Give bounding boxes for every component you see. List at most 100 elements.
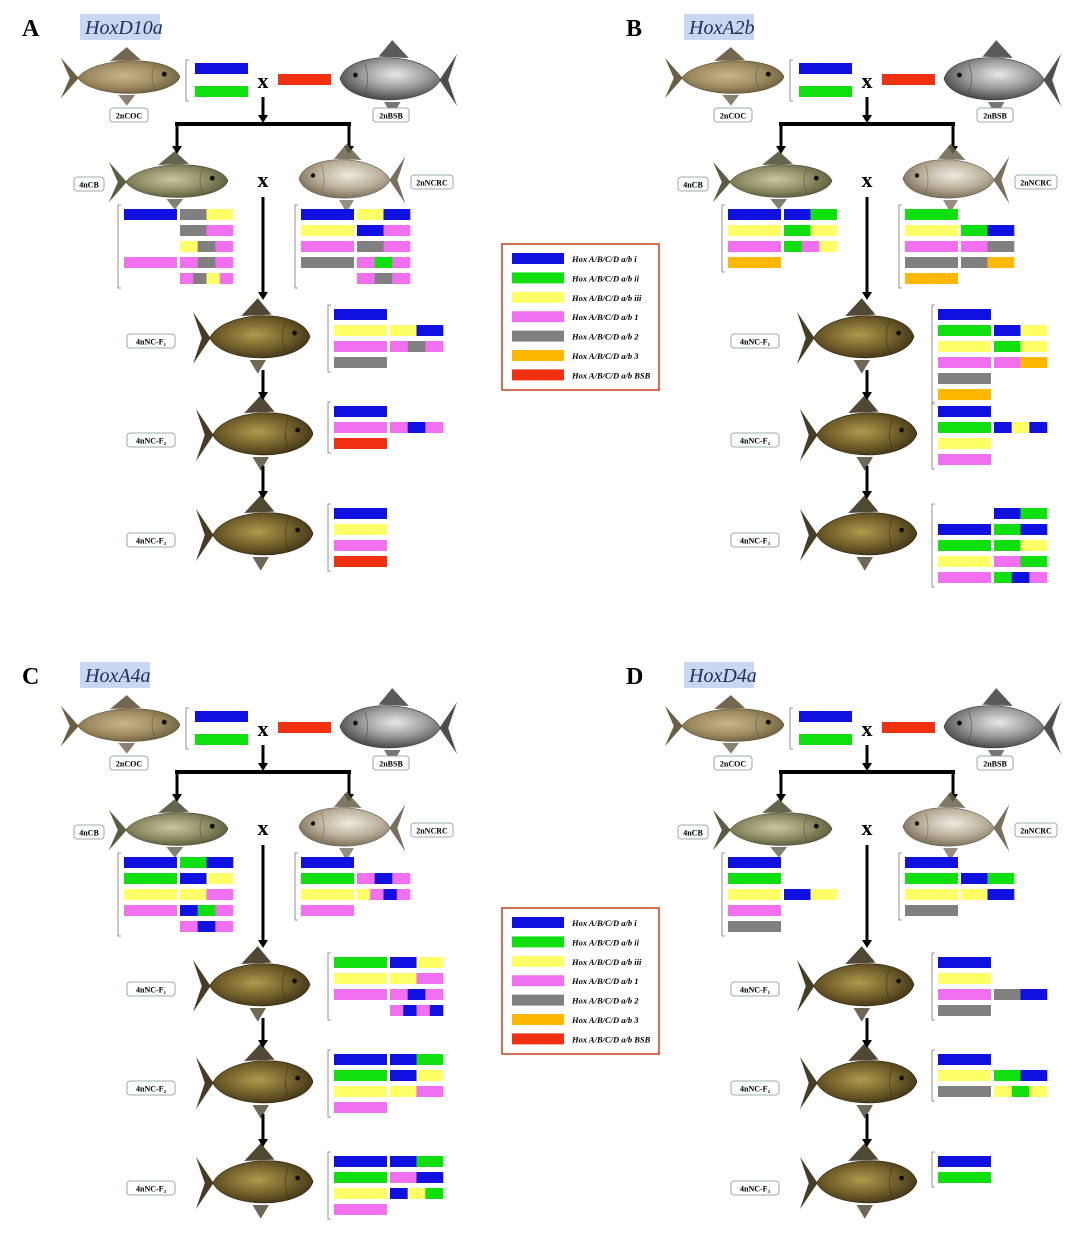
block-4nnc-f1-recombinant-segment	[416, 973, 444, 984]
block-2nncrc-bar	[301, 241, 354, 252]
fish-body	[212, 1060, 314, 1104]
tail-fin	[796, 311, 815, 365]
tail-fin	[60, 705, 79, 747]
coc-allele-bar	[195, 711, 248, 722]
fish-4nnc-f1	[192, 946, 311, 1022]
genotype-bracket	[327, 401, 331, 454]
cross-symbol: x	[258, 815, 269, 840]
legend-label-i: Hox A/B/C/D a/b i	[571, 254, 637, 264]
legend-label-i: Hox A/B/C/D a/b i	[571, 918, 637, 928]
block-4ncb-recombinant-segment	[180, 225, 207, 236]
block-2nncrc-recombinant-segment	[374, 873, 393, 884]
block-4ncb-recombinant-segment	[180, 209, 207, 220]
block-4nnc-f1-bar	[334, 341, 387, 352]
pelvic-fin	[943, 848, 958, 861]
block-4nnc-f3-bar	[334, 1188, 387, 1199]
genotype-bracket	[931, 401, 935, 470]
pelvic-fin	[252, 1205, 269, 1219]
block-4ncb-recombinant-segment	[215, 257, 234, 268]
block-2nncrc-recombinant-segment	[357, 241, 384, 252]
label-2nbsb-box	[372, 107, 410, 123]
block-4ncb-recombinant-segment	[215, 905, 234, 916]
block-4nnc-f2-recombinant-segment	[425, 422, 444, 433]
label-2ncoc: 2nCOC	[720, 760, 746, 769]
fish-2ncoc	[60, 47, 181, 106]
label-2nncrc: 2nNCRC	[416, 827, 448, 836]
block-2nncrc-recombinant-segment	[961, 257, 988, 268]
block-4nnc-f2-recombinant-segment	[1011, 1086, 1030, 1097]
block-4nnc-f1-bar	[938, 957, 991, 968]
pelvic-fin	[770, 199, 788, 210]
legend-swatch-b2	[512, 330, 564, 342]
tail-fin	[1043, 701, 1062, 755]
block-4nnc-f2-recombinant-segment	[407, 422, 426, 433]
tail-fin	[192, 959, 211, 1013]
block-4nnc-f2-recombinant-segment	[994, 1086, 1012, 1097]
label-2nncrc-box	[1014, 822, 1058, 838]
label-4ncb: 4nCB	[79, 829, 99, 838]
fish-body	[943, 57, 1045, 101]
block-4ncb-recombinant-segment	[180, 241, 198, 252]
label-4nnc-f2: 4nNC-F₂	[136, 1085, 167, 1094]
block-4nnc-f2-recombinant-segment	[1029, 1086, 1048, 1097]
block-4ncb-recombinant-segment	[206, 873, 234, 884]
label-2nbsb: 2nBSB	[379, 760, 403, 769]
label-4ncb: 4nCB	[683, 181, 703, 190]
coc-allele-bar	[799, 63, 852, 74]
block-4nnc-f1-recombinant-segment	[994, 357, 1021, 368]
block-2nncrc-bar	[301, 257, 354, 268]
genotype-bracket	[721, 852, 725, 937]
fish-eye	[310, 821, 316, 826]
block-2nncrc-recombinant-segment	[374, 257, 393, 268]
tail-fin	[192, 311, 211, 365]
block-4nnc-f3-bar	[334, 1172, 387, 1183]
legend-label-b1: Hox A/B/C/D a/b 1	[571, 312, 639, 322]
block-4nnc-f3-bar	[334, 1156, 387, 1167]
arrow-to-f2-head	[862, 392, 872, 400]
gill-line	[925, 812, 929, 841]
fish-body	[729, 164, 833, 198]
label-2nbsb: 2nBSB	[379, 112, 403, 121]
pelvic-fin	[118, 743, 136, 754]
label-4nnc-f3-box	[126, 532, 176, 548]
genotype-bracket	[294, 852, 298, 921]
block-4nnc-f1-bar	[334, 989, 387, 1000]
block-4nnc-f1-recombinant-segment	[403, 1005, 417, 1016]
label-4nnc-f3: 4nNC-F₃	[136, 1185, 167, 1194]
block-4nnc-f2-bar	[938, 1086, 991, 1097]
block-4nnc-f2-bar	[938, 1054, 991, 1065]
block-4ncb-recombinant-segment	[180, 273, 194, 284]
fish-4ncb	[108, 151, 229, 210]
label-4nnc-f1-box	[730, 981, 780, 997]
legend-label-b3: Hox A/B/C/D a/b 3	[571, 1015, 639, 1025]
gill-line	[151, 713, 156, 737]
block-4nnc-f2-bar	[334, 1102, 387, 1113]
block-4nnc-f1-recombinant-segment	[1020, 989, 1048, 1000]
block-4nnc-f1-bar	[334, 325, 387, 336]
block-4nnc-f3-recombinant-segment	[994, 540, 1021, 551]
block-4nnc-f2-recombinant-segment	[1011, 422, 1030, 433]
dorsal-fin	[110, 47, 141, 61]
legend-swatch-ii	[512, 272, 564, 284]
label-4nnc-f2-box	[730, 432, 780, 448]
arrow-to-f2-head	[258, 392, 268, 400]
block-4ncb-recombinant-segment	[810, 225, 838, 236]
fish-eye	[765, 719, 771, 725]
fish-eye	[292, 978, 298, 984]
block-4nnc-f1-recombinant-segment	[1020, 341, 1048, 352]
block-4ncb-recombinant-segment	[180, 921, 198, 932]
fish-body	[729, 812, 833, 846]
block-2nncrc-bar	[905, 273, 958, 284]
block-2nncrc-recombinant-segment	[357, 225, 384, 236]
block-4nnc-f3-bar	[334, 1204, 387, 1215]
block-4nnc-f1-recombinant-segment	[390, 1005, 404, 1016]
fish-body	[77, 60, 181, 94]
pelvic-fin	[166, 199, 184, 210]
block-4nnc-f3-recombinant-segment	[994, 524, 1021, 535]
title-highlight	[684, 14, 754, 40]
label-4nnc-f1: 4nNC-F₁	[740, 338, 771, 347]
legend-label-iii: Hox A/B/C/D a/b iii	[571, 957, 642, 967]
block-4nnc-f3-bar	[938, 1172, 991, 1183]
